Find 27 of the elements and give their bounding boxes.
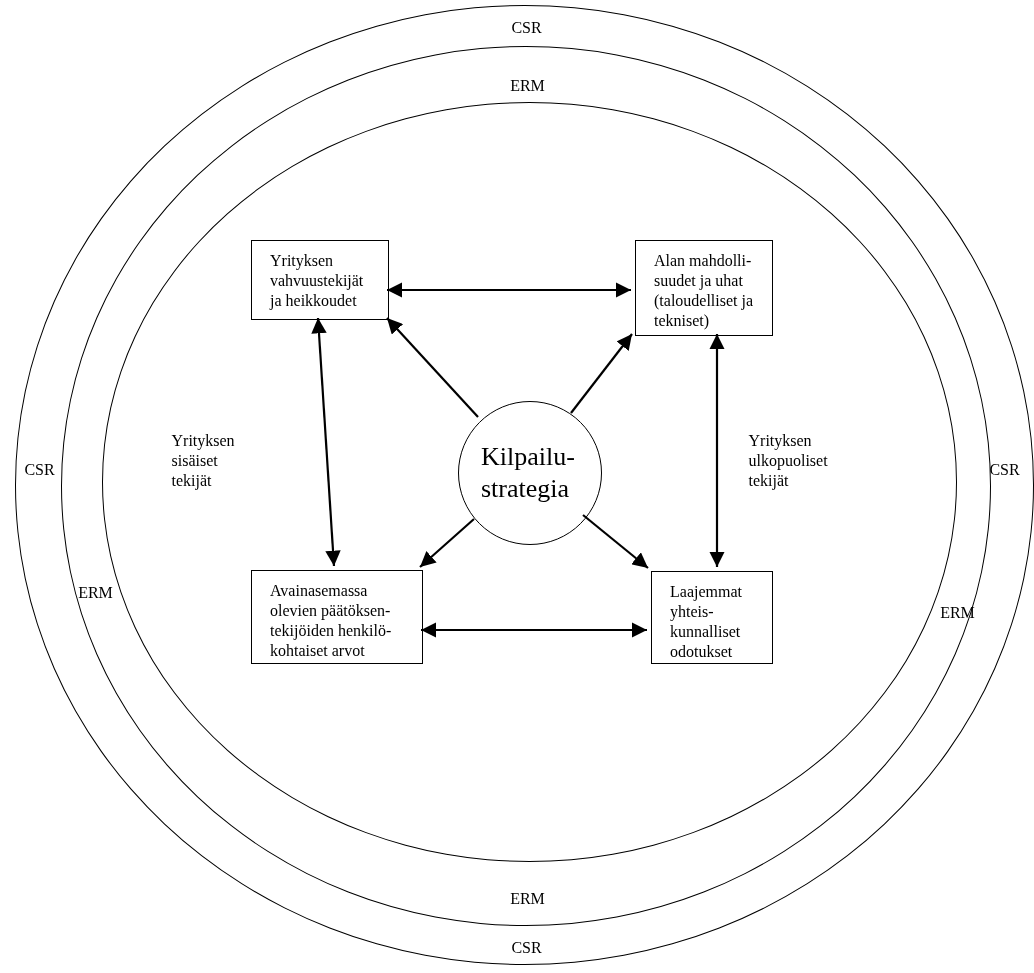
ring-label: CSR — [988, 459, 1021, 480]
factor-box — [251, 240, 389, 320]
arrow — [386, 317, 479, 418]
factor-label: Yrityksen ulkopuoliset tekijät — [748, 431, 829, 491]
ring-label: ERM — [77, 582, 114, 603]
arrow — [570, 333, 633, 414]
ring-label: CSR — [510, 937, 543, 958]
factor-text: Alan mahdolli- suudet ja uhat (taloudelliset ja tekniset) — [654, 251, 755, 331]
arrow — [419, 518, 475, 568]
factor-label: Yrityksen sisäiset tekijät — [171, 431, 236, 491]
arrow — [582, 514, 649, 569]
arrow — [387, 282, 631, 298]
ring-label: ERM — [509, 888, 546, 909]
ring-label: ERM — [509, 75, 546, 96]
strategy-label: Kilpailu- strategia — [481, 441, 576, 505]
factor-text: Avainasemassa olevien päätöksen- tekijöiden henkilö- kohtaiset arvot — [270, 581, 393, 661]
factor-text: Laajemmat yhteis- kunnalliset odotukset — [670, 582, 743, 662]
arrow — [421, 622, 647, 638]
ring-label: CSR — [510, 17, 543, 38]
ring-label: ERM — [939, 602, 976, 623]
ring-label: CSR — [23, 459, 56, 480]
factor-box — [251, 570, 423, 664]
factor-box — [651, 571, 773, 664]
factor-text: Yrityksen vahvuustekijät ja heikkoudet — [270, 251, 365, 311]
arrow — [709, 334, 725, 567]
arrow — [311, 317, 341, 567]
factor-box — [635, 240, 773, 336]
